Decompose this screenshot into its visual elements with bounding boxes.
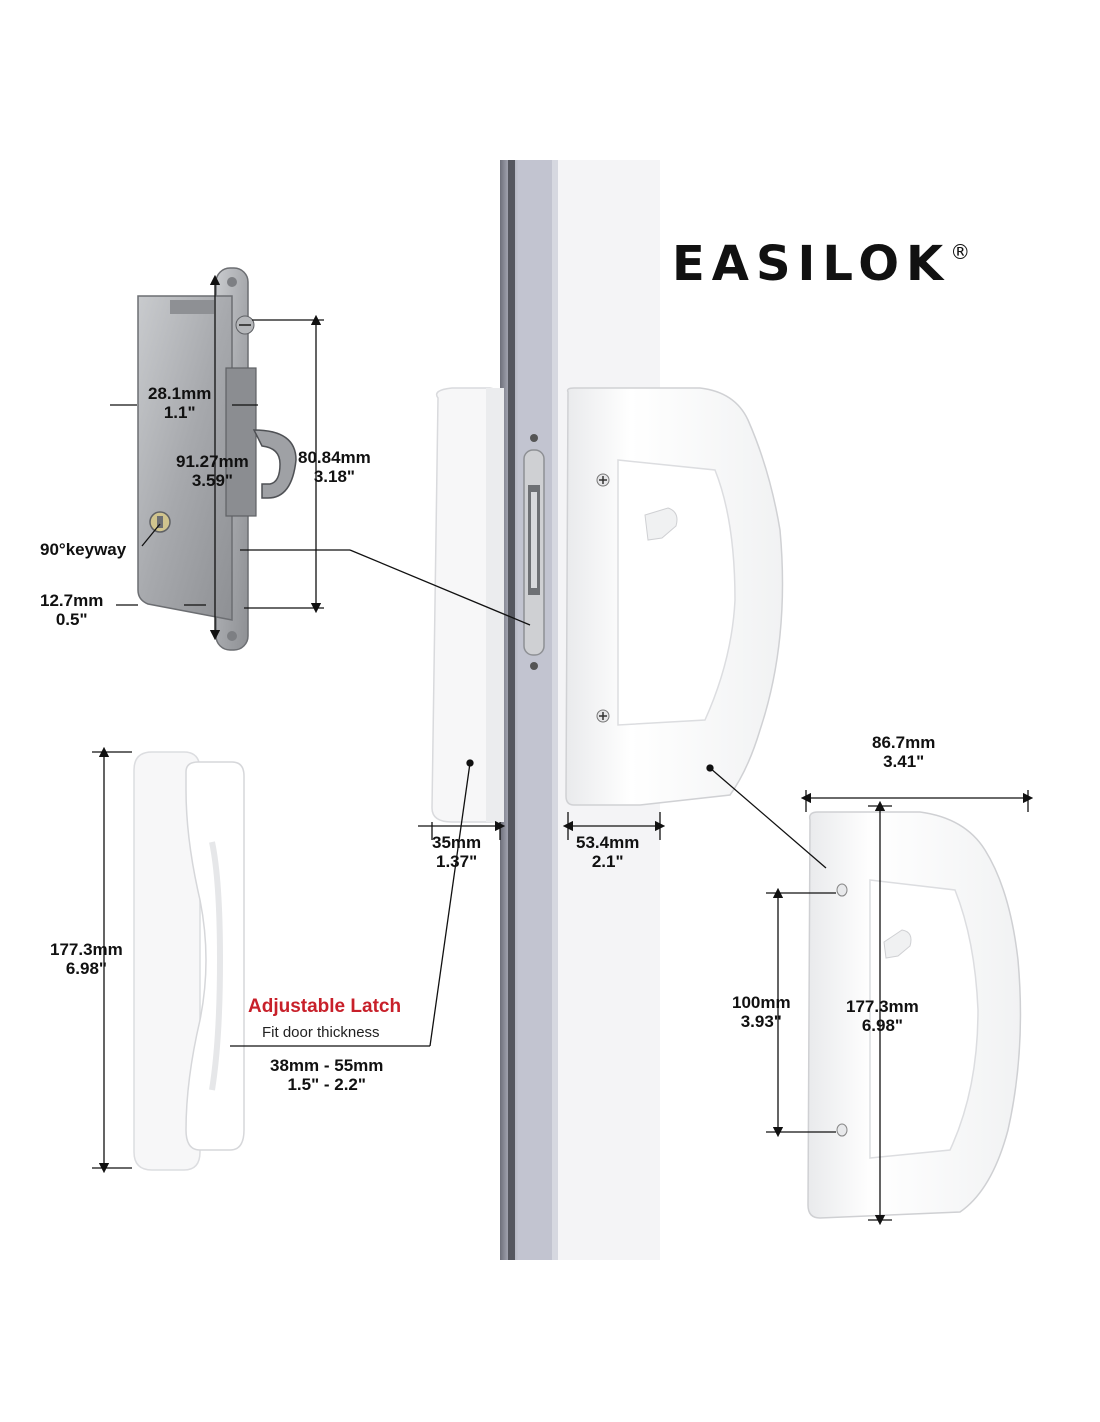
mortise-lock — [137, 267, 297, 651]
inside-handle-standalone — [133, 751, 245, 1171]
keyway-label: 90°keyway — [40, 540, 127, 559]
dimension-lines — [92, 274, 1034, 1226]
brand-logo: EASILOK® — [672, 236, 971, 292]
latch-subtitle: Fit door thickness — [262, 1024, 380, 1041]
outside-handle-standalone — [807, 811, 1022, 1219]
latch-title: Adjustable Latch — [248, 996, 402, 1017]
